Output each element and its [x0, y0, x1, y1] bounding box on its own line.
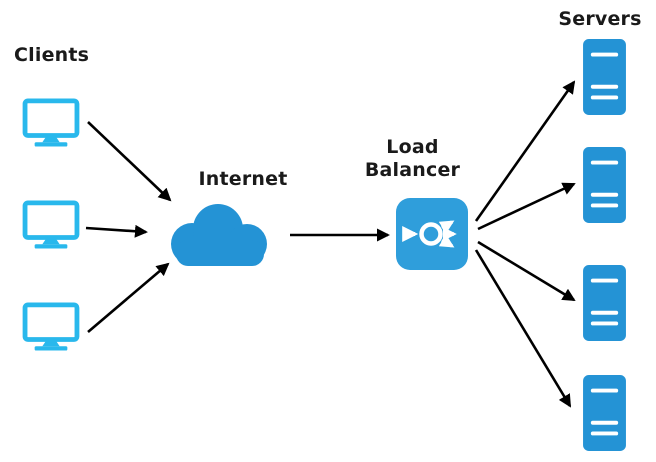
internet-label: Internet — [198, 168, 288, 190]
load-balancer-label: Load Balancer — [364, 136, 461, 181]
arrow-client1-to-internet — [87, 121, 172, 202]
clients-label: Clients — [14, 44, 90, 66]
arrow-loadbalancer-to-server4 — [474, 249, 572, 408]
server-icon-1 — [583, 38, 626, 116]
server-icon-4 — [583, 374, 626, 452]
server-icon-2 — [583, 146, 626, 224]
server-icon-3 — [583, 264, 626, 342]
arrow-loadbalancer-to-server2 — [477, 182, 576, 231]
client-monitor-icon-1 — [22, 98, 80, 147]
arrow-loadbalancer-to-server3 — [477, 240, 576, 302]
client-monitor-icon-3 — [22, 302, 80, 351]
arrow-loadbalancer-to-server1 — [474, 80, 576, 222]
load-balancer-icon — [396, 198, 468, 270]
internet-cloud-icon — [171, 204, 267, 266]
servers-label: Servers — [558, 8, 642, 30]
arrow-client3-to-internet — [87, 262, 170, 333]
client-monitor-icon-2 — [22, 200, 80, 249]
arrow-client2-to-internet — [85, 224, 148, 238]
